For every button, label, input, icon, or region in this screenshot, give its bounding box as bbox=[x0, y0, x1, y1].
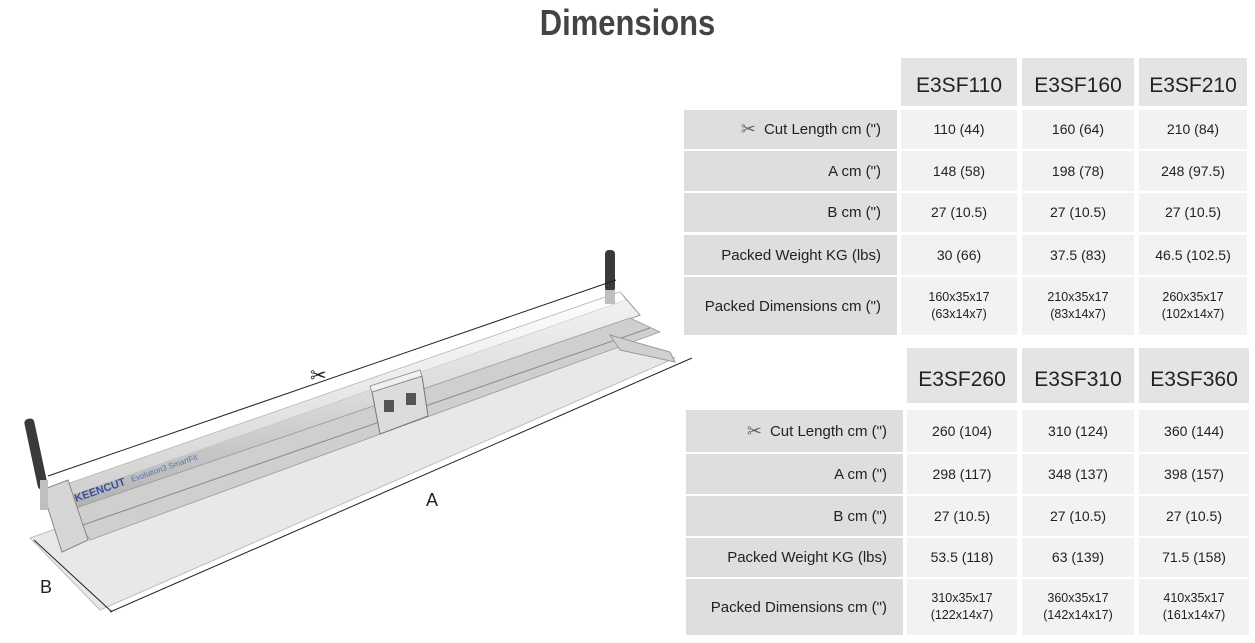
table-cell: 27 (10.5) bbox=[1139, 193, 1247, 232]
model-header: E3SF260 bbox=[907, 348, 1017, 403]
table-cell: 27 (10.5) bbox=[901, 193, 1017, 232]
row-label-b: B cm (") bbox=[684, 193, 897, 232]
table-cell: 37.5 (83) bbox=[1022, 235, 1134, 275]
product-illustration: KEENCUT Evolution3 SmartFit ✂ A B bbox=[24, 250, 693, 613]
model-header: E3SF210 bbox=[1139, 58, 1247, 106]
cut-length-symbol: ✂ bbox=[310, 365, 327, 387]
end-block-left bbox=[41, 479, 89, 553]
straight-edge bbox=[69, 317, 662, 541]
dimension-line-cut bbox=[47, 279, 617, 477]
row-label-packed-dimensions: Packed Dimensions cm (") bbox=[684, 277, 897, 335]
dimension-label-a: A bbox=[426, 490, 438, 510]
table-cell: 27 (10.5) bbox=[907, 496, 1017, 536]
model-header: E3SF310 bbox=[1022, 348, 1134, 403]
handle-right bbox=[605, 250, 615, 292]
page-title: Dimensions bbox=[539, 2, 716, 43]
table-cell: 63 (139) bbox=[1022, 538, 1134, 577]
row-label-a: A cm (") bbox=[684, 151, 897, 191]
dimension-line-a bbox=[109, 357, 693, 613]
table-cell: 210x35x17(83x14x7) bbox=[1022, 277, 1134, 335]
row-label-packed-weight: Packed Weight KG (lbs) bbox=[686, 538, 903, 577]
row-label-b: B cm (") bbox=[686, 496, 903, 536]
table-cell: 210 (84) bbox=[1139, 110, 1247, 149]
model-header: E3SF110 bbox=[901, 58, 1017, 106]
table-cell: 260 (104) bbox=[907, 410, 1017, 452]
scissors-icon: ✂ bbox=[740, 119, 756, 139]
row-label-packed-dimensions: Packed Dimensions cm (") bbox=[686, 579, 903, 635]
table-cell: 53.5 (118) bbox=[907, 538, 1017, 577]
table-cell: 198 (78) bbox=[1022, 151, 1134, 191]
table-cell: 298 (117) bbox=[907, 454, 1017, 494]
table-cell: 160 (64) bbox=[1022, 110, 1134, 149]
cutting-head bbox=[369, 369, 429, 435]
foot-right bbox=[608, 334, 676, 363]
row-label-cut-length: ✂Cut Length cm (") bbox=[684, 110, 897, 149]
row-label-cut-length: ✂Cut Length cm (") bbox=[686, 410, 903, 452]
table-cell: 310x35x17(122x14x7) bbox=[907, 579, 1017, 635]
row-label-packed-weight: Packed Weight KG (lbs) bbox=[684, 235, 897, 275]
dimension-line-b bbox=[33, 539, 113, 613]
table-cell: 360x35x17(142x14x17) bbox=[1022, 579, 1134, 635]
table-cell: 30 (66) bbox=[901, 235, 1017, 275]
table-cell: 360 (144) bbox=[1139, 410, 1249, 452]
handle-left bbox=[24, 418, 48, 490]
table-cell: 27 (10.5) bbox=[1022, 496, 1134, 536]
dimension-label-b: B bbox=[40, 577, 52, 597]
table-cell: 398 (157) bbox=[1139, 454, 1249, 494]
table-cell: 27 (10.5) bbox=[1022, 193, 1134, 232]
table-cell: 27 (10.5) bbox=[1139, 496, 1249, 536]
row-label-a: A cm (") bbox=[686, 454, 903, 494]
table-cell: 310 (124) bbox=[1022, 410, 1134, 452]
table-cell: 46.5 (102.5) bbox=[1139, 235, 1247, 275]
scissors-icon: ✂ bbox=[746, 420, 762, 441]
table-cell: 110 (44) bbox=[901, 110, 1017, 149]
table-cell: 71.5 (158) bbox=[1139, 538, 1249, 577]
table-cell: 410x35x17(161x14x7) bbox=[1139, 579, 1249, 635]
table-cell: 260x35x17(102x14x7) bbox=[1139, 277, 1247, 335]
table-cell: 148 (58) bbox=[901, 151, 1017, 191]
table-cell: 160x35x17(63x14x7) bbox=[901, 277, 1017, 335]
table-cell: 348 (137) bbox=[1022, 454, 1134, 494]
table-cell: 248 (97.5) bbox=[1139, 151, 1247, 191]
model-header: E3SF160 bbox=[1022, 58, 1134, 106]
model-header: E3SF360 bbox=[1139, 348, 1249, 403]
